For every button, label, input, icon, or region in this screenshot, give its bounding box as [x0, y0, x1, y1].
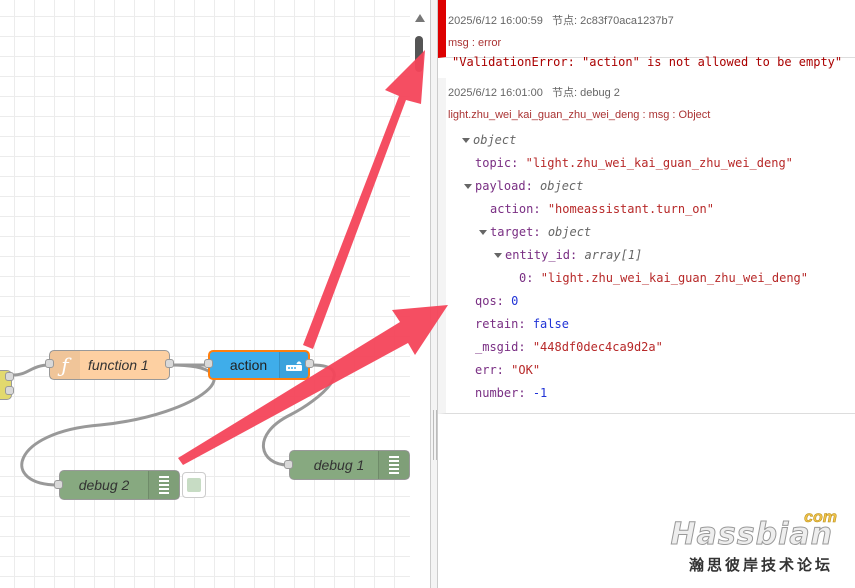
caret-down-icon[interactable] [479, 230, 487, 235]
function-1-output-port[interactable] [165, 359, 174, 368]
debug-2-input-port[interactable] [54, 480, 63, 489]
debug-1-node[interactable]: debug 1 [289, 450, 410, 480]
object-tree: object topic: "light.zhu_wei_kai_guan_zh… [448, 129, 847, 405]
tree-row-entity-id[interactable]: entity_id: array[1] [448, 244, 847, 267]
tree-row-number: number: -1 [475, 386, 548, 400]
offscreen-node-port-2[interactable] [5, 386, 14, 395]
message-timestamp: 2025/6/12 16:01:00 [448, 87, 543, 99]
message-header: 2025/6/12 16:00:59 节点: 2c83f70aca1237b7 [448, 12, 847, 28]
debug-1-input-port[interactable] [284, 460, 293, 469]
wire-function-debug2 [20, 363, 216, 487]
function-1-label: function 1 [88, 357, 149, 373]
tree-row-entity-0: 0: "light.zhu_wei_kai_guan_zhu_wei_deng" [519, 271, 808, 285]
tree-row-msgid: _msgid: "448df0dec4ca9d2a" [475, 340, 663, 354]
caret-down-icon[interactable] [494, 253, 502, 258]
error-text: "ValidationError: "action" is not allowe… [452, 55, 843, 69]
caret-down-icon[interactable] [464, 184, 472, 189]
list-icon [148, 471, 179, 499]
function-1-input-port[interactable] [45, 359, 54, 368]
message-node-link[interactable]: 节点: debug 2 [551, 87, 620, 99]
action-input-port[interactable] [204, 359, 213, 368]
tree-row-qos: qos: 0 [475, 294, 519, 308]
watermark-cn: 瀚思彼岸技术论坛 [688, 557, 833, 574]
watermark-brand: Hassbian [670, 517, 833, 553]
debug-message-error[interactable]: 2025/6/12 16:00:59 节点: 2c83f70aca1237b7 … [438, 0, 855, 58]
router-icon [279, 352, 308, 378]
sidebar-resize-handle[interactable] [430, 0, 438, 588]
tree-row-action: action: "homeassistant.turn_on" [490, 202, 714, 216]
tree-row-target[interactable]: target: object [448, 221, 847, 244]
watermark-com: com [804, 509, 837, 527]
flow-canvas[interactable]: ƒ function 1 action debug 2 debug 1 [0, 0, 410, 588]
message-timestamp: 2025/6/12 16:00:59 [448, 15, 543, 27]
tree-root[interactable]: object [448, 129, 847, 152]
debug-2-node[interactable]: debug 2 [59, 470, 180, 500]
scroll-up-icon[interactable] [415, 14, 425, 22]
tree-row-payload[interactable]: payload: object [448, 175, 847, 198]
wire-input-function [11, 363, 51, 377]
scrollbar-thumb[interactable] [415, 36, 423, 72]
tree-row-err: err: "OK" [475, 363, 541, 377]
message-topic: msg : error [448, 37, 502, 49]
action-label: action [229, 357, 268, 373]
debug-1-label: debug 1 [313, 457, 365, 473]
list-icon [378, 451, 409, 479]
debug-message-object[interactable]: 2025/6/12 16:01:00 节点: debug 2 light.zhu… [438, 78, 855, 414]
caret-down-icon[interactable] [462, 138, 470, 143]
tree-row-retain: retain: false [475, 317, 569, 331]
tree-row-topic: topic: "light.zhu_wei_kai_guan_zhu_wei_d… [475, 156, 793, 170]
message-header: 2025/6/12 16:01:00 节点: debug 2 [448, 84, 847, 100]
offscreen-node-port-1[interactable] [5, 372, 14, 381]
watermark-logo: Hassbian com 瀚思彼岸技术论坛 [670, 509, 837, 575]
message-topic: light.zhu_wei_kai_guan_zhu_wei_deng : ms… [448, 109, 711, 121]
function-icon: ƒ [50, 351, 80, 379]
function-1-node[interactable]: ƒ function 1 [49, 350, 170, 380]
flow-wires [11, 363, 336, 487]
action-node[interactable]: action [208, 350, 310, 380]
debug-2-label: debug 2 [78, 477, 130, 493]
action-output-port[interactable] [305, 359, 314, 368]
debug-sidebar: 2025/6/12 16:00:59 节点: 2c83f70aca1237b7 … [438, 0, 855, 588]
message-node-link[interactable]: 节点: 2c83f70aca1237b7 [551, 15, 674, 27]
debug-2-toggle-button[interactable] [182, 472, 206, 498]
canvas-scrollbar[interactable] [410, 0, 430, 588]
